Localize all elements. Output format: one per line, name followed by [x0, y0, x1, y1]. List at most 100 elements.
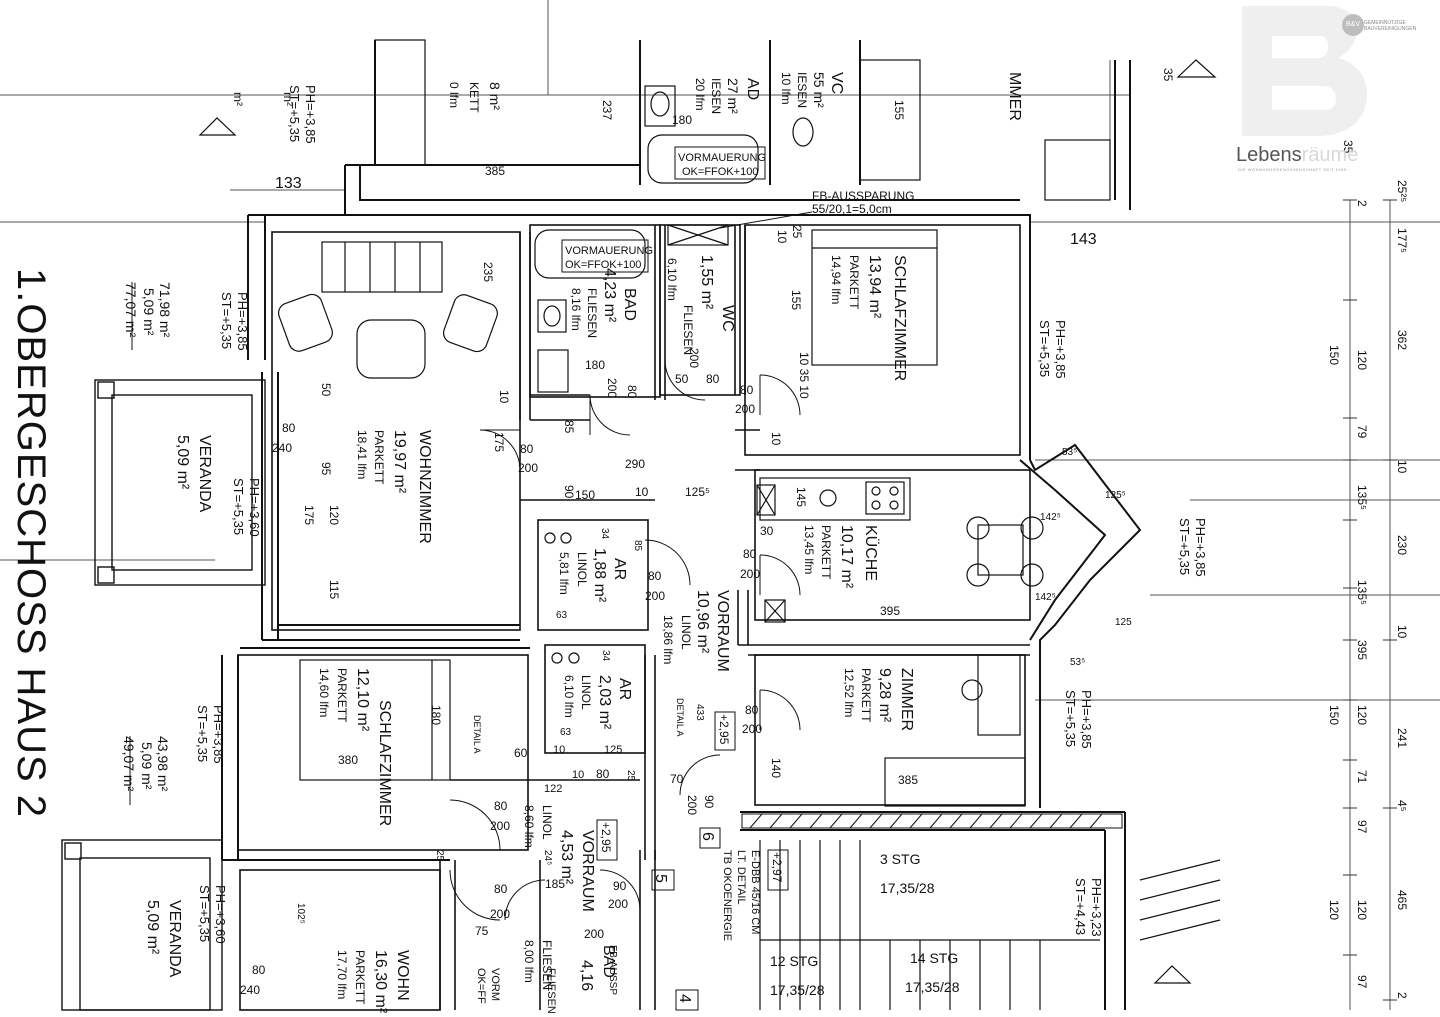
dim: 80	[252, 963, 266, 977]
logo-name-a: Lebens	[1236, 144, 1302, 166]
veranda-bottom	[61, 839, 223, 1011]
right-axis-ticks	[1343, 199, 1397, 1001]
dim: 25	[790, 225, 804, 239]
room-name: ZIMMER	[898, 668, 915, 731]
dim: 200	[608, 897, 628, 911]
room-area: 9,28 m²	[876, 668, 893, 723]
area-sum-a: 43,98 m²	[155, 736, 171, 792]
dim: 90	[562, 485, 576, 499]
room-name: KÜCHE	[862, 525, 880, 581]
room-floor: PARKETT	[335, 668, 349, 723]
level-mark: +2,95	[599, 822, 613, 853]
upper-lfm: 0 lfm	[447, 82, 461, 108]
dim: 2	[1395, 992, 1409, 999]
furniture	[198, 39, 1221, 1010]
room-area: 13,94 m²	[866, 255, 883, 319]
interior-walls	[237, 224, 1031, 1011]
note-edbb: E-DBB 45/16 CM	[749, 850, 761, 934]
upper-lfm: 10 lfm	[779, 72, 793, 105]
dim: 53⁵	[1070, 657, 1085, 668]
room-lfm: 18,41 lfm	[355, 430, 369, 479]
st-label: ST=+5,35	[197, 885, 212, 942]
dim: 142⁵	[1035, 592, 1056, 603]
logo-org-line1: GEMEINNÜTZIGE	[1364, 20, 1406, 26]
dim: 200	[687, 348, 701, 368]
dim: 80	[520, 442, 534, 456]
area-sums: 71,98 m² 5,09 m² 77,07 m² 43,98 m² 5,09 …	[121, 282, 173, 805]
dim: 235	[481, 262, 495, 282]
dim: 362	[1395, 330, 1409, 350]
stair-dim: 17,35/28	[880, 880, 935, 896]
st-label: ST=+5,35	[1063, 690, 1078, 747]
ph-label: PH=+3,85	[1053, 320, 1068, 379]
dim: 200	[490, 907, 510, 921]
dim: 79	[1355, 425, 1369, 439]
dim: 120	[327, 505, 341, 525]
room-name: WC	[719, 305, 736, 332]
note-lt-detail: LT. DETAIL	[735, 850, 747, 905]
room-lfm: 12,52 lfm	[842, 668, 856, 717]
dim: 70	[670, 772, 684, 786]
dim: 395	[880, 604, 900, 618]
stair-dim: 17,35/28	[770, 982, 825, 998]
dim: 177⁵	[1395, 228, 1409, 253]
room-name: WOHN	[394, 950, 411, 1001]
note-okff: OK=FF	[475, 968, 487, 1004]
dim: 240	[272, 441, 292, 455]
st-label: ST=+5,35	[1177, 518, 1192, 575]
dim: 80	[494, 799, 508, 813]
upper-lfm: 20 lfm	[693, 78, 707, 111]
upper-m2: m²	[281, 92, 295, 106]
dim: 10	[1395, 460, 1409, 474]
st-label: ST=+4,43	[1073, 878, 1088, 935]
room-area: 1,55 m²	[698, 255, 715, 310]
ph-label: PH=+3,85	[1079, 690, 1094, 749]
height-labels: PH=+3,85 ST=+5,35 PH=+3,85 ST=+5,35 PH=+…	[195, 85, 1208, 944]
logo-name-b: räume	[1301, 144, 1359, 166]
dim: 125	[604, 744, 622, 756]
room-area: 16,30 m²	[372, 950, 389, 1014]
dim: 25	[625, 770, 636, 782]
dim: 80	[740, 383, 754, 397]
dim: 385	[898, 773, 918, 787]
hatched-wall	[741, 813, 1123, 829]
st-label: ST=+5,35	[1037, 320, 1052, 377]
room-floor: FLIESEN	[681, 305, 695, 355]
dim: 180	[672, 113, 692, 127]
dim: 97	[1355, 820, 1369, 834]
area-sum-total: 77,07 m²	[123, 282, 139, 338]
dim: 133	[275, 175, 302, 192]
upper-room-ad: AD	[744, 78, 761, 100]
logo-name: Lebensräume	[1236, 144, 1358, 167]
dim: 75	[475, 924, 489, 938]
room-area: 19,97 m²	[391, 430, 408, 494]
dim: 71	[1355, 770, 1369, 784]
dim: 120	[1355, 900, 1369, 920]
dim: 125	[1115, 617, 1132, 628]
dim: 90	[613, 879, 627, 893]
note-fliesen: FLIESEN	[545, 968, 557, 1014]
dim: 240	[240, 983, 260, 997]
room-name: SCHLAFZIMMER	[891, 255, 908, 381]
room-lfm: 8,60 lfm	[522, 805, 536, 848]
room-name: SCHLAFZIMMER	[376, 700, 393, 826]
dim: 10	[497, 390, 511, 404]
dim: 150	[1327, 705, 1341, 725]
dim: 200	[518, 461, 538, 475]
level-mark: +2,97	[770, 852, 784, 883]
dim: 200	[645, 589, 665, 603]
dim: 25	[434, 850, 445, 862]
st-label: ST=+5,35	[287, 85, 302, 142]
room-name: BAD	[600, 945, 617, 978]
logo-b-mark-icon	[1242, 6, 1367, 136]
dim: 380	[338, 753, 358, 767]
dim: 180	[585, 358, 605, 372]
note-vormauerung-ok: OK=FFOK+100	[682, 166, 758, 178]
upper-floor: IESEN	[709, 78, 723, 114]
dim: 200	[490, 819, 510, 833]
dim: 122	[544, 783, 562, 795]
st-label: ST=+5,35	[231, 478, 246, 535]
dim: 180	[429, 705, 443, 725]
st-label: ST=+5,35	[195, 705, 210, 762]
